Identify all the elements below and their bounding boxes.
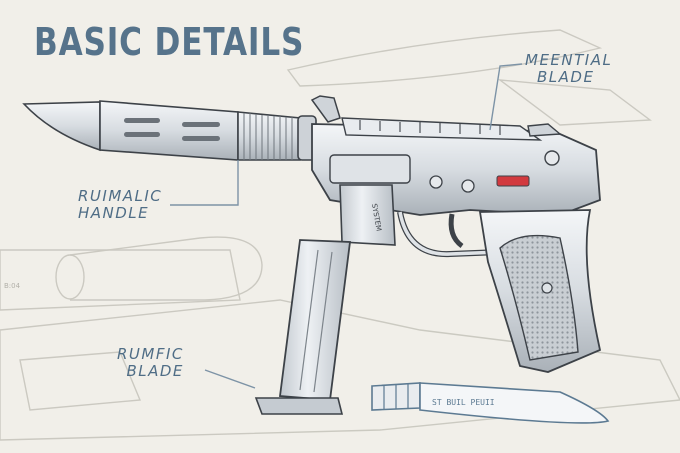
page-title: BASIC DETAILS <box>34 20 305 64</box>
knife-sketch: ST BUIL PEUII <box>371 382 610 424</box>
callout-line: BLADE <box>537 68 595 86</box>
callout-line: RUMFIC <box>117 345 184 363</box>
magazine: SYSTEM <box>254 184 396 415</box>
leader-line-meential-blade <box>489 63 523 131</box>
leader-lines <box>170 63 523 389</box>
callout-line: RUIMALIC <box>78 187 163 205</box>
leader-line-rumfic-blade <box>204 369 256 389</box>
callout-meential-blade: MEENTIAL BLADE <box>525 52 612 86</box>
callout-line: HANDLE <box>78 204 150 222</box>
callout-line: BLADE <box>126 362 184 380</box>
background-sketches <box>0 29 680 441</box>
callout-rumfic-blade: RUMFIC BLADE <box>117 346 184 380</box>
knife-engraving: ST BUIL PEUII <box>432 398 495 407</box>
callout-ruimalic-handle: RUIMALIC HANDLE <box>78 188 162 222</box>
callout-line: MEENTIAL <box>525 51 613 69</box>
plate-engraving: B:04 <box>4 282 21 290</box>
pistol-grip <box>478 209 602 373</box>
leader-line-ruimalic-handle <box>170 160 239 206</box>
suppressor <box>22 100 317 161</box>
trigger-group <box>397 211 501 258</box>
